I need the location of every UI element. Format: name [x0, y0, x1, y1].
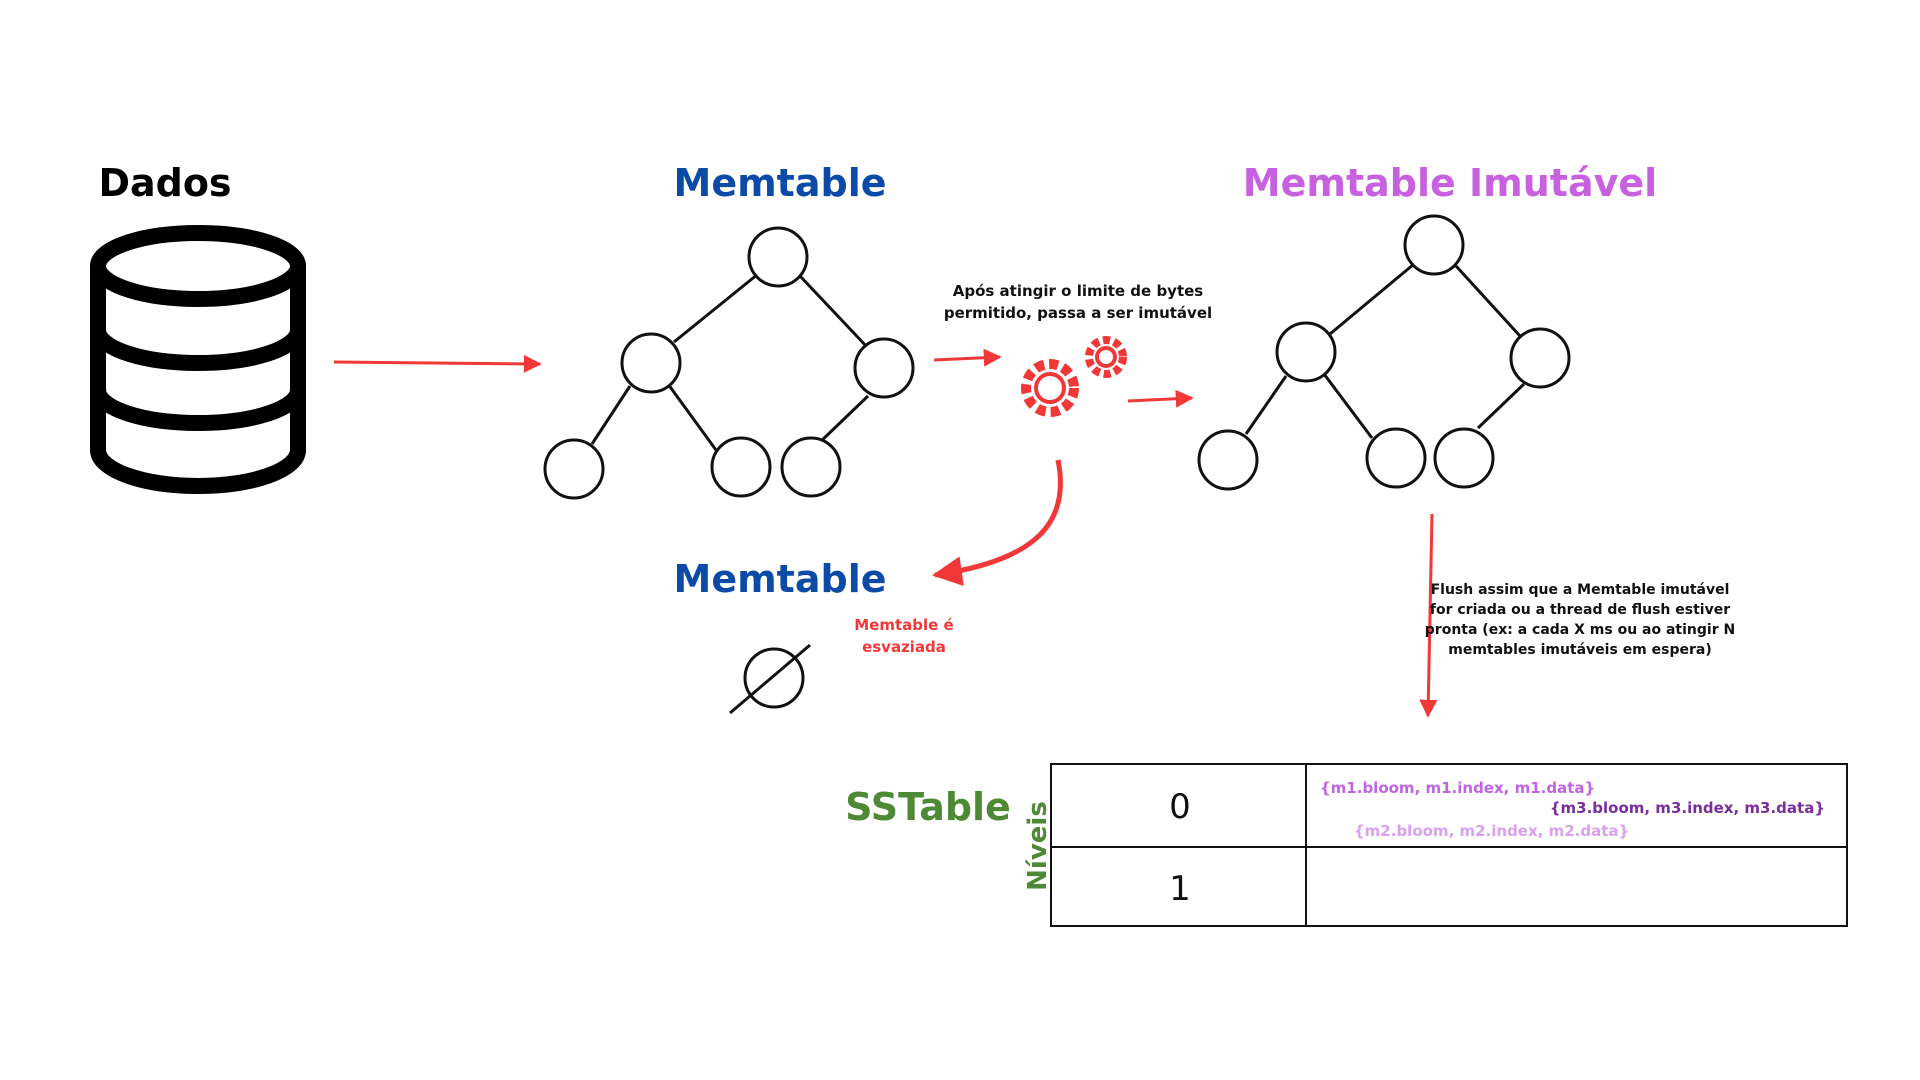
- memtable-node: [853, 337, 915, 399]
- sstable-entry-m1: {m1.bloom, m1.index, m1.data}: [1320, 779, 1595, 797]
- sstable-entry-m3: {m3.bloom, m3.index, m3.data}: [1550, 799, 1825, 817]
- flush-note-line4: memtables imutáveis em espera): [1448, 642, 1712, 658]
- limit-note-line2: permitido, passa a ser imutável: [944, 304, 1212, 322]
- limit-note-line1: Após atingir o limite de bytes: [953, 282, 1204, 300]
- immutable-memtable-node: [1197, 429, 1259, 491]
- arrow-memtable-to-gears: [933, 348, 1002, 367]
- gears-icon: [1021, 336, 1127, 417]
- sstable-table: [1050, 763, 1848, 927]
- arrow-dados-to-memtable: [333, 354, 542, 373]
- arrow-gears-to-immutable: [1127, 389, 1194, 408]
- flush-note-line2: for criada ou a thread de flush estiver: [1430, 602, 1730, 618]
- emptied-note-line2: esvaziada: [862, 638, 946, 656]
- memtable-node: [747, 226, 809, 288]
- memtable-title: Memtable: [674, 161, 887, 205]
- immutable-memtable-node: [1433, 427, 1495, 489]
- immutable-memtable-tree: [1197, 214, 1571, 491]
- level-0-label: 0: [1169, 787, 1191, 827]
- memtable-node: [543, 438, 605, 500]
- new-memtable-title: Memtable: [674, 557, 887, 601]
- empty-set-icon: [729, 643, 811, 715]
- memtable-node: [620, 332, 682, 394]
- flush-note-line1: Flush assim que a Memtable imutável: [1431, 582, 1730, 598]
- arrow-gears-to-new-memtable: [932, 459, 1063, 587]
- levels-axis-label: Níveis: [1023, 801, 1053, 891]
- database-icon: [90, 225, 306, 494]
- memtable-node: [710, 436, 772, 498]
- level-1-label: 1: [1169, 869, 1191, 909]
- dados-title: Dados: [98, 161, 231, 205]
- memtable-node: [780, 436, 842, 498]
- arrow-immutable-to-sstable: [1419, 513, 1438, 718]
- flush-note-line3: pronta (ex: a cada X ms ou ao atingir N: [1425, 622, 1735, 638]
- immutable-memtable-node: [1403, 214, 1465, 276]
- immutable-memtable-node: [1365, 427, 1427, 489]
- sstable-entry-m2: {m2.bloom, m2.index, m2.data}: [1354, 822, 1629, 840]
- sstable-title: SSTable: [845, 785, 1011, 829]
- memtable-tree: [543, 226, 915, 500]
- immutable-memtable-node: [1275, 321, 1337, 383]
- emptied-note-line1: Memtable é: [854, 616, 953, 634]
- immutable-memtable-node: [1509, 327, 1571, 389]
- memtable-imutavel-title: Memtable Imutável: [1243, 161, 1657, 205]
